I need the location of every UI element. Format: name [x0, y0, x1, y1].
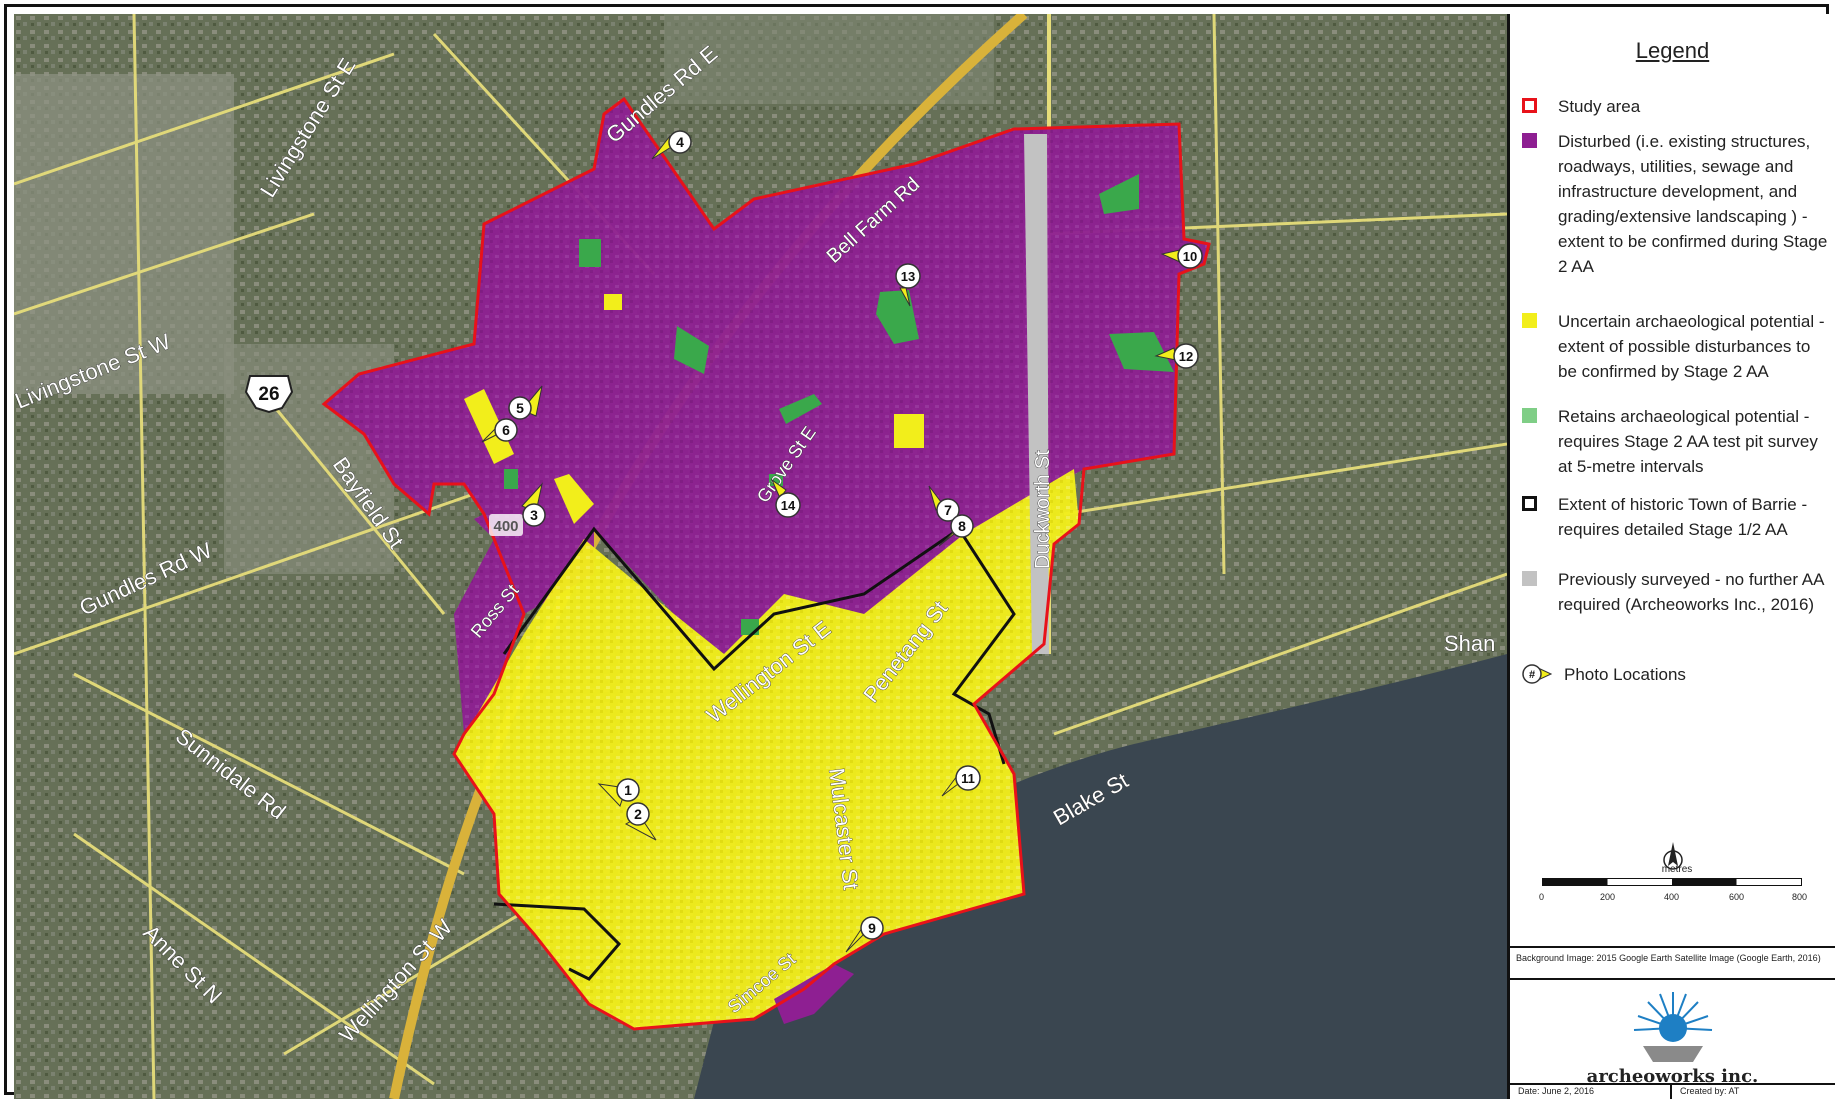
background-image-note: Background Image: 2015 Google Earth Sate…: [1510, 946, 1835, 980]
disturbed-shoreline[interactable]: [774, 964, 854, 1024]
photo-marker-4[interactable]: 4: [651, 130, 692, 160]
svg-text:12: 12: [1179, 349, 1193, 364]
uncertain-potential-area[interactable]: [454, 469, 1079, 1029]
legend-label: Disturbed (i.e. existing structures, roa…: [1558, 132, 1828, 276]
svg-text:10: 10: [1183, 249, 1197, 264]
map-canvas[interactable]: Livingstone St E Livingstone St W Gundle…: [14, 14, 1507, 1099]
svg-text:4: 4: [676, 134, 684, 150]
uncertain-swatch: [1522, 313, 1537, 328]
road-label-shan: Shan: [1444, 631, 1495, 656]
scale-unit: metres: [1661, 864, 1693, 875]
study-area-swatch: [1522, 98, 1537, 113]
scale-tick-0: 0: [1539, 892, 1545, 902]
map-author: Created by: AT: [1680, 1086, 1740, 1096]
svg-text:5: 5: [516, 400, 524, 416]
photo-marker-3[interactable]: 3: [521, 482, 546, 527]
road-label-duckworth: Duckworth St: [1032, 450, 1054, 569]
scale-bar: metres 0 200 400 600 800: [1539, 864, 1812, 924]
svg-text:3: 3: [530, 507, 538, 523]
scale-bar-graphic: [1542, 878, 1802, 886]
photo-marker-7[interactable]: 7: [928, 485, 960, 522]
photo-marker-6[interactable]: 6: [481, 418, 518, 443]
legend-label: Study area: [1558, 97, 1641, 116]
photo-marker-13[interactable]: 13: [895, 263, 921, 307]
photo-location-icon: #: [1522, 663, 1553, 685]
svg-text:400: 400: [493, 518, 518, 535]
svg-text:1: 1: [624, 782, 632, 798]
scale-tick-200: 200: [1600, 892, 1616, 902]
disturbed-swatch: [1522, 133, 1537, 148]
svg-text:11: 11: [961, 771, 975, 786]
photo-marker-10[interactable]: 10: [1160, 243, 1203, 269]
scale-tick-600: 600: [1729, 892, 1745, 902]
map-footer: Date: June 2, 2016 Created by: AT: [1510, 1083, 1835, 1099]
legend-label: Extent of historic Town of Barrie - requ…: [1558, 495, 1808, 539]
disturbed-area[interactable]: [324, 99, 1209, 734]
svg-text:8: 8: [958, 518, 966, 534]
photo-marker-5[interactable]: 5: [508, 385, 543, 420]
legend-label: Previously surveyed - no further AA requ…: [1558, 570, 1824, 614]
svg-text:6: 6: [502, 422, 510, 438]
legend-panel: Legend Study area Disturbed (i.e. existi…: [1507, 14, 1835, 1099]
surveyed-swatch: [1522, 571, 1537, 586]
legend-title: Legend: [1635, 38, 1710, 63]
kempenfelt-bay: [694, 654, 1507, 1099]
historic-town-of-barrie[interactable]: [502, 526, 1016, 765]
svg-text:13: 13: [901, 269, 915, 284]
legend-label: Retains archaeological potential - requi…: [1558, 407, 1818, 476]
highway-400-shield: 400: [489, 514, 523, 536]
svg-text:#: #: [1529, 669, 1535, 681]
photo-marker-14[interactable]: 14: [770, 478, 801, 518]
footer-divider: [1670, 1085, 1672, 1099]
svg-text:9: 9: [868, 920, 876, 936]
map-sheet: Livingstone St E Livingstone St W Gundle…: [4, 4, 1835, 1099]
scale-tick-800: 800: [1792, 892, 1808, 902]
legend-label: Photo Locations: [1564, 665, 1686, 684]
road-network: [14, 14, 1507, 1099]
photo-marker-12[interactable]: 12: [1154, 343, 1199, 369]
photo-marker-8[interactable]: 8: [938, 514, 974, 547]
north-arrow-icon: [1660, 836, 1686, 876]
map-date: Date: June 2, 2016: [1518, 1086, 1595, 1096]
photo-marker-11[interactable]: 11: [941, 765, 981, 797]
previously-surveyed-strip[interactable]: [1024, 134, 1049, 654]
industrial-area: [14, 74, 234, 394]
scale-tick-400: 400: [1664, 892, 1680, 902]
logo-sunburst-icon: [1633, 992, 1712, 1062]
uncertain-patches: [464, 294, 924, 524]
archeoworks-logo: archeoworks inc.: [1510, 980, 1835, 1095]
historic-swatch: [1522, 496, 1537, 511]
photo-marker-2[interactable]: 2: [624, 802, 657, 841]
retains-potential-patches: [504, 174, 1174, 635]
map-panel[interactable]: Livingstone St E Livingstone St W Gundle…: [14, 14, 1507, 1099]
legend-label: Uncertain archaeological potential - ext…: [1558, 312, 1825, 381]
svg-text:2: 2: [634, 806, 642, 822]
highway-26-shield: 26: [244, 375, 294, 414]
svg-text:14: 14: [781, 498, 796, 513]
historic-town-west-edge: [493, 902, 622, 981]
brand-name: archeoworks inc.: [1586, 1066, 1759, 1087]
retains-swatch: [1522, 408, 1537, 423]
svg-text:7: 7: [944, 502, 952, 518]
photo-marker-1[interactable]: 1: [597, 778, 640, 807]
study-area-outline[interactable]: [321, 96, 1211, 1031]
photo-marker-9[interactable]: 9: [845, 916, 884, 953]
svg-text:26: 26: [258, 384, 279, 405]
